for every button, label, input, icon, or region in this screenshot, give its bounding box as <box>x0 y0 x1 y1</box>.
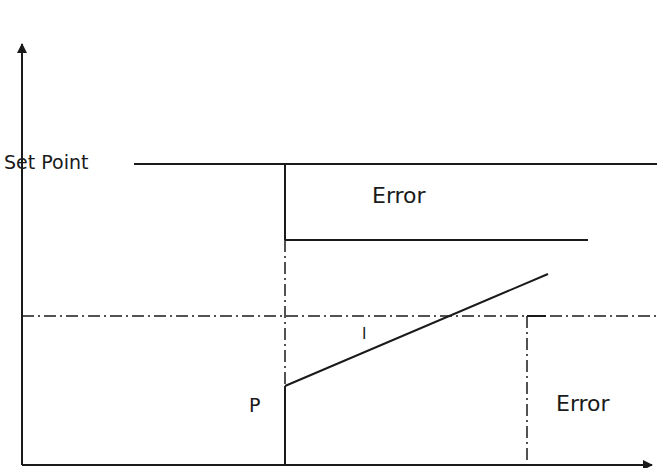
set-point-label: Set Point <box>4 153 88 172</box>
set-point-line <box>134 163 657 165</box>
p-step-line <box>284 386 286 465</box>
dash-dot-vertical <box>526 316 528 465</box>
i-ramp-line <box>285 274 548 386</box>
p-level-line <box>285 239 588 241</box>
dash-dot-level <box>22 315 657 317</box>
error-label: Error <box>556 393 610 415</box>
step-line <box>284 164 286 240</box>
dash-dot-vertical <box>284 240 286 386</box>
x-axis <box>22 464 652 466</box>
i-label: I <box>362 327 366 342</box>
y-axis <box>21 44 23 465</box>
error-label: Error <box>372 185 426 207</box>
p-label: P <box>249 396 260 415</box>
